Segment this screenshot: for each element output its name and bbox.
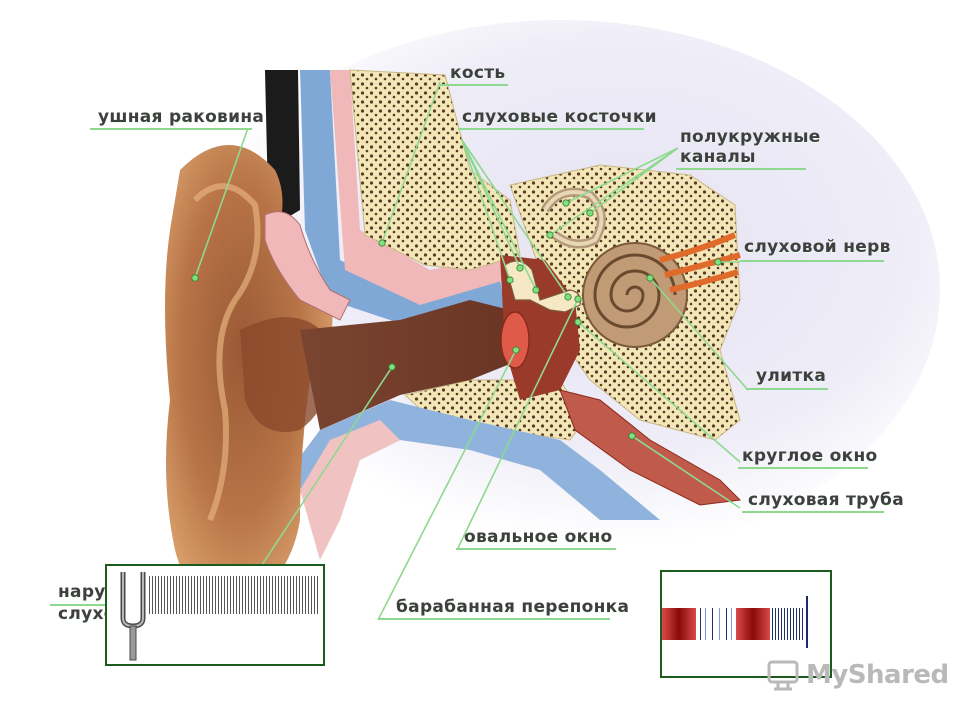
leader-baraban [377,349,517,621]
leader-ovalnoe [457,298,579,549]
bone-upper [349,69,521,271]
leader-ossicle-3 [461,139,537,291]
watermark-text: MyShared [806,660,949,690]
label-barabannaya-pereponka: барабанная перепонка [396,597,630,617]
leader-ossicle-4 [461,139,569,298]
auditory-nerve [659,232,741,293]
label-ushnaya-rakovina: ушная раковина [98,107,265,127]
label-sluhovoy-nerv: слуховой нерв [744,237,891,257]
spectrum-bars [662,596,808,648]
label-sluhovaya-truba: слуховая труба [748,490,904,510]
label-polukruzhnye: полукружные [680,127,821,147]
underline-kost [440,84,508,86]
leader-truba [631,435,741,509]
cartilage-top [264,211,351,321]
label-ulitka: улитка [756,366,827,386]
tuning-fork-handle [129,625,137,661]
leader-naruzh [259,366,393,569]
bone-band-pink [330,70,505,305]
auricle-fold [192,183,261,522]
underline-naruzh [50,604,110,606]
underline-truba [742,511,884,513]
label-sluhovye-kostochki: слуховые косточки [462,107,657,127]
cochlea-spiral [593,253,677,329]
leader-canals-1 [565,147,679,204]
leader-dots [191,199,722,440]
band-lines [700,596,808,648]
leader-rakovina [194,127,249,279]
underline-kanaly [676,168,806,170]
tuning-fork-inset [105,564,325,666]
lower-pink-band [300,420,400,560]
semicircular-canals-inner [543,190,604,246]
band-red-1 [662,608,696,640]
myshared-logo-icon [767,660,799,691]
underline-rakovina [90,128,252,130]
ear-drum [500,311,530,369]
tuning-fork-icon [120,572,319,661]
leader-lines [194,81,749,621]
ossicles [504,260,581,313]
tuning-fork-prongs [120,572,146,629]
underline-ulitka [746,388,828,390]
leader-kost [381,81,441,244]
underline-krugloe [738,467,868,469]
underline-nerv [740,260,884,262]
label-krugloe-okno: круглое окно [742,446,878,466]
leader-ulitka [649,277,749,391]
ear-canal [300,300,520,430]
label-kost: кость [450,63,506,83]
underline-kostochki [458,128,644,130]
sound-wave-pattern [147,576,319,614]
band-red-2 [736,608,770,640]
underline-ovalnoe [456,548,616,550]
underline-baraban [378,618,610,620]
label-kanaly: каналы [680,147,756,167]
label-ovalnoe-okno: овальное окно [464,527,613,547]
leader-canals-3 [549,147,679,236]
leader-krugloe [577,321,741,463]
spectrum-inset [660,570,832,678]
leader-ossicle-1 [461,139,511,281]
